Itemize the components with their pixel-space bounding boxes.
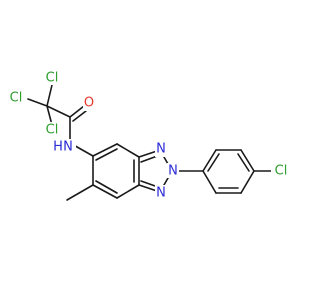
bond-c-cl-bottom	[46, 105, 53, 126]
atom-oxygen: O	[84, 96, 94, 111]
bond-ph-6	[202, 170, 217, 194]
atom-cl-phenyl: Cl	[275, 164, 288, 179]
bond-ccl3-co	[46, 105, 71, 118]
bond-c-cl-top	[46, 84, 53, 107]
bond-ph-1-inner	[207, 153, 220, 172]
atom-labels: Cl Cl Cl O H N N N N Cl	[6, 70, 291, 201]
bond-ph-3-inner	[237, 153, 250, 172]
bond-ph-4	[240, 170, 255, 194]
atom-amide-n: N	[63, 140, 73, 155]
atom-amide-h: H	[53, 140, 63, 155]
atom-cl-left: Cl	[10, 91, 23, 106]
atom-cl-bottom: Cl	[46, 123, 59, 138]
molecule-canvas: Cl Cl Cl O H N N N N Cl	[6, 70, 291, 201]
bond-c-cl-left	[27, 98, 48, 107]
bond-ring-4	[116, 184, 140, 199]
bond-ring-1-inner	[95, 148, 118, 161]
bond-ph-3	[240, 149, 255, 172]
bonds	[27, 84, 275, 201]
atom-triazole-n-bottom: N	[156, 186, 166, 201]
bond-methyl	[66, 184, 94, 201]
bond-ring-5	[92, 184, 118, 199]
structure-drawing: Cl Cl Cl O H N N N N Cl	[6, 70, 291, 201]
bond-co-double-b	[72, 110, 87, 122]
atom-triazole-n-mid: N	[168, 164, 178, 179]
atom-cl-top: Cl	[46, 71, 59, 86]
atom-triazole-n-top: N	[156, 142, 166, 157]
bond-ph-1	[202, 149, 217, 172]
bond-ring-5-inner	[95, 180, 118, 194]
bond-co-double-a	[69, 105, 85, 118]
bond-ring-2	[116, 143, 140, 158]
bond-ring-1	[92, 143, 118, 157]
